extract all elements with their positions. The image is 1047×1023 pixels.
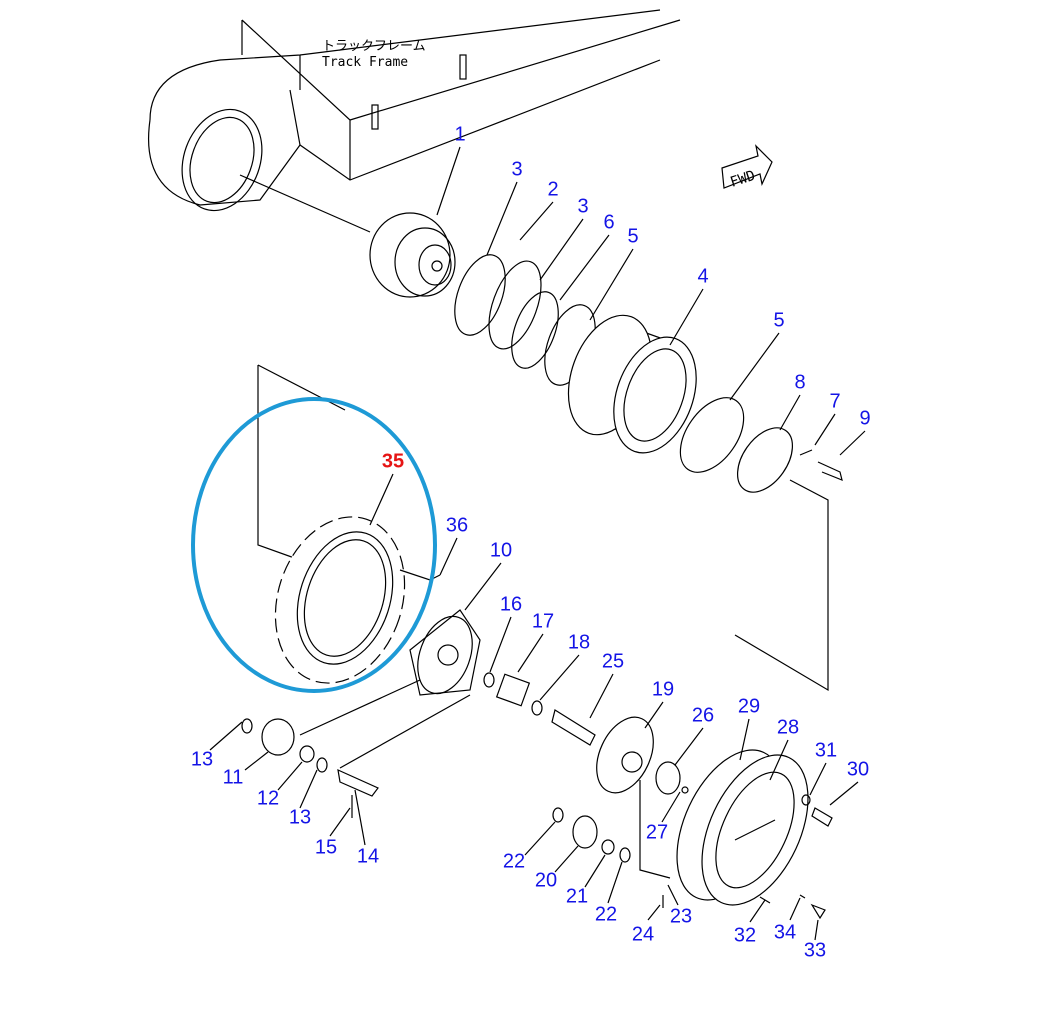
callout-part-13[interactable]: 13 [190,748,214,771]
callout-part-22[interactable]: 22 [594,903,618,926]
part-25-shaft [551,709,596,746]
callout-part-16[interactable]: 16 [499,593,523,616]
part-8-ring [736,427,794,493]
callout-part-7[interactable]: 7 [829,390,841,413]
part-6-ring [511,291,559,369]
callout-part-2[interactable]: 2 [547,178,559,201]
part-14-shaft [337,768,379,818]
track-frame-label-jp: トラックフレーム [322,39,426,54]
callout-part-32[interactable]: 32 [733,924,757,947]
part-19-carrier [596,716,654,794]
part-5-bearing-outer [679,397,745,473]
part-17-gear [495,673,531,707]
part-10-carrier [409,609,481,696]
callout-part-3[interactable]: 3 [577,195,589,218]
callout-part-21[interactable]: 21 [565,885,589,908]
callout-part-24[interactable]: 24 [631,923,655,946]
callout-part-30[interactable]: 30 [846,758,870,781]
callout-part-31[interactable]: 31 [814,739,838,762]
callout-part-29[interactable]: 29 [737,695,761,718]
part-28-cover [676,749,809,906]
part-3-seal [454,254,506,336]
callout-part-33[interactable]: 33 [803,939,827,962]
part-9-bolt [799,449,843,481]
callout-part-19[interactable]: 19 [651,678,675,701]
callout-part-26[interactable]: 26 [691,704,715,727]
leader-lines [209,146,866,941]
highlight-circle [191,397,437,693]
callout-part-1[interactable]: 1 [454,123,466,146]
callout-part-13[interactable]: 13 [288,806,312,829]
callout-part-6[interactable]: 6 [603,211,615,234]
callout-part-20[interactable]: 20 [534,869,558,892]
callout-part-12[interactable]: 12 [256,787,280,810]
callout-part-25[interactable]: 25 [601,650,625,673]
callout-part-11[interactable]: 11 [222,766,244,789]
callout-part-9[interactable]: 9 [859,407,871,430]
part-20-gear [572,815,598,849]
callout-part-27[interactable]: 27 [645,821,669,844]
fwd-label: FWD [728,168,757,191]
callout-part-36[interactable]: 36 [445,514,469,537]
callout-part-34[interactable]: 34 [773,921,797,944]
track-frame-label: トラックフレーム Track Frame [322,39,426,71]
callout-part-17[interactable]: 17 [531,610,555,633]
callout-part-5[interactable]: 5 [773,309,785,332]
track-frame-label-en: Track Frame [322,55,409,70]
callout-part-22[interactable]: 22 [502,850,526,873]
part-35-sprocket [274,516,406,684]
part-30-bolt [811,807,833,827]
fwd-arrow-icon: FWD [721,144,773,191]
part-4-hub [567,314,697,454]
part-13-washer [241,718,253,734]
part-1-motor [369,212,456,298]
track-frame [148,9,681,233]
callout-part-35[interactable]: 35 [381,450,405,473]
part-12-bearing [299,745,315,763]
callout-part-5[interactable]: 5 [627,225,639,248]
part-2-seal [488,260,542,350]
callout-part-18[interactable]: 18 [567,631,591,654]
part-11-gear [261,718,295,756]
callout-part-28[interactable]: 28 [776,716,800,739]
callout-part-4[interactable]: 4 [697,265,709,288]
callout-part-15[interactable]: 15 [314,836,338,859]
callout-part-8[interactable]: 8 [794,371,806,394]
callout-part-3[interactable]: 3 [511,158,523,181]
callout-part-10[interactable]: 10 [489,539,513,562]
callout-part-14[interactable]: 14 [356,845,380,868]
callout-part-23[interactable]: 23 [669,905,693,928]
